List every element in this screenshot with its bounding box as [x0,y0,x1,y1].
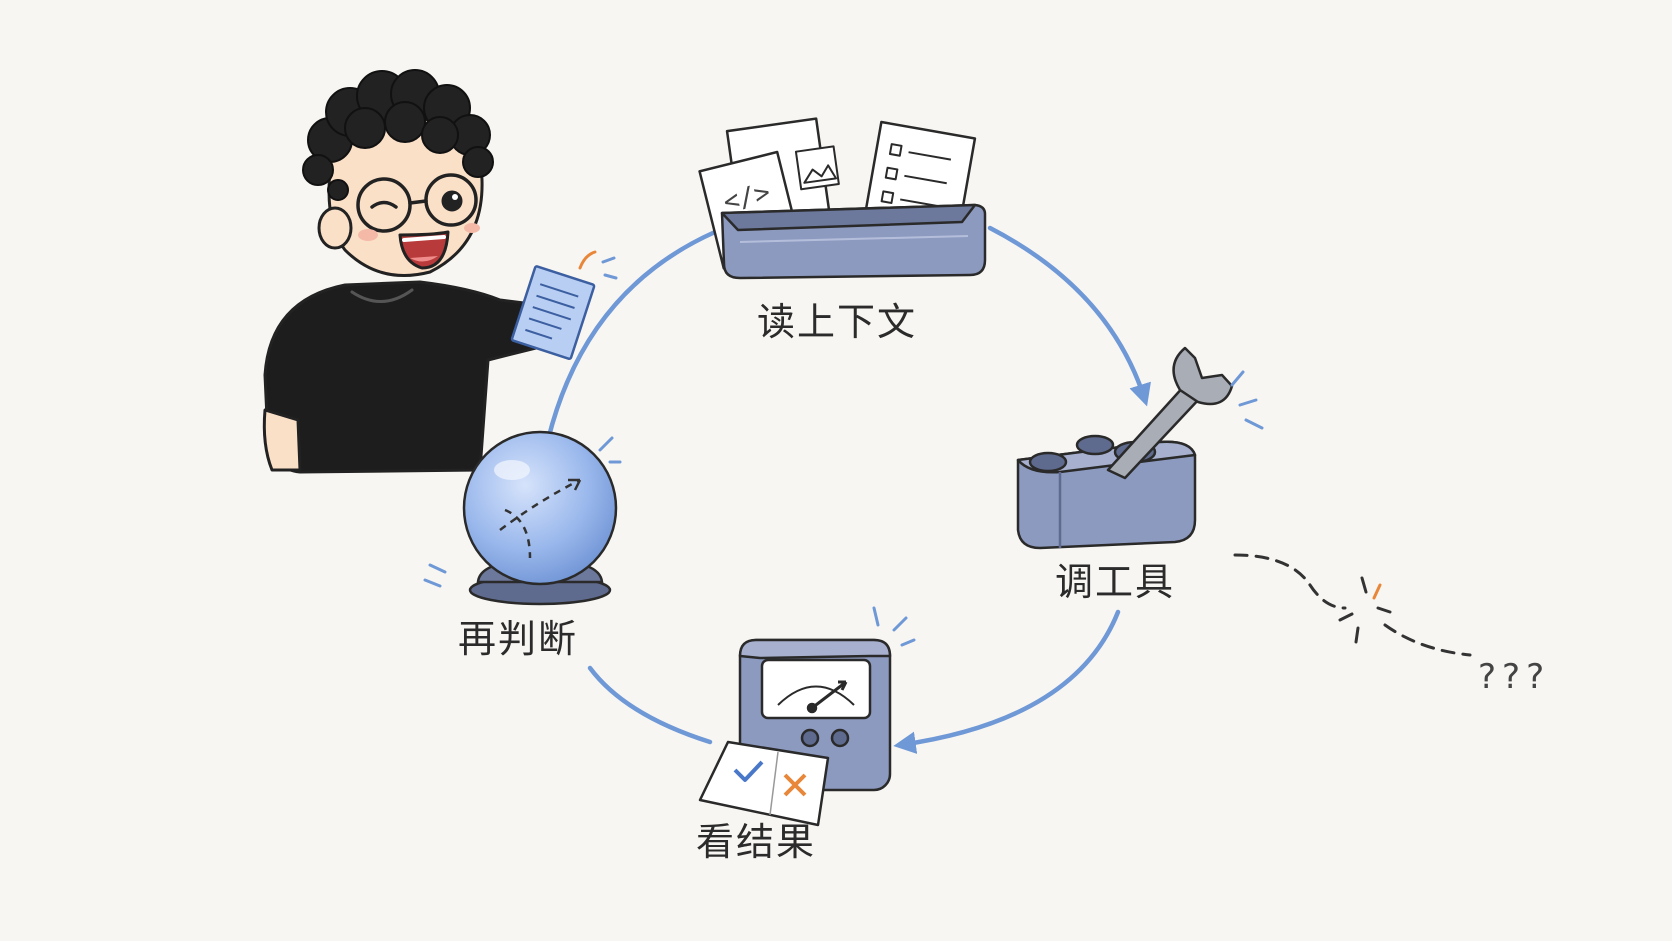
break-spark-icon [1338,576,1392,644]
arrow-tool-to-result [893,609,1121,754]
spark-icon [1230,370,1264,430]
curly-hair [302,69,494,201]
crystal-ball-icon [462,430,618,606]
step-label-tool: 调工具 [1055,560,1175,604]
unknown-outcome-label: ??? [1478,657,1550,697]
arrow-context-to-tool [987,225,1151,407]
wrench-icon [1016,346,1234,550]
character-illustration [262,69,581,474]
cycle-arrows [545,225,1151,754]
spark-icon [872,606,916,647]
spark-icon [578,250,618,280]
note-paper-icon [510,265,596,360]
step-label-result: 看结果 [696,820,816,864]
arrow-result-to-judge [587,665,713,745]
meter-printout-icon [698,638,892,827]
step-label-context: 读上下文 [757,300,917,344]
glasses [356,173,478,233]
spark-icon [423,436,622,588]
step-label-judge: 再判断 [458,617,578,661]
document-tray-icon: </> [698,117,987,280]
arrow-judge-to-context [545,229,718,443]
dashed-branch-path [1233,553,1472,657]
